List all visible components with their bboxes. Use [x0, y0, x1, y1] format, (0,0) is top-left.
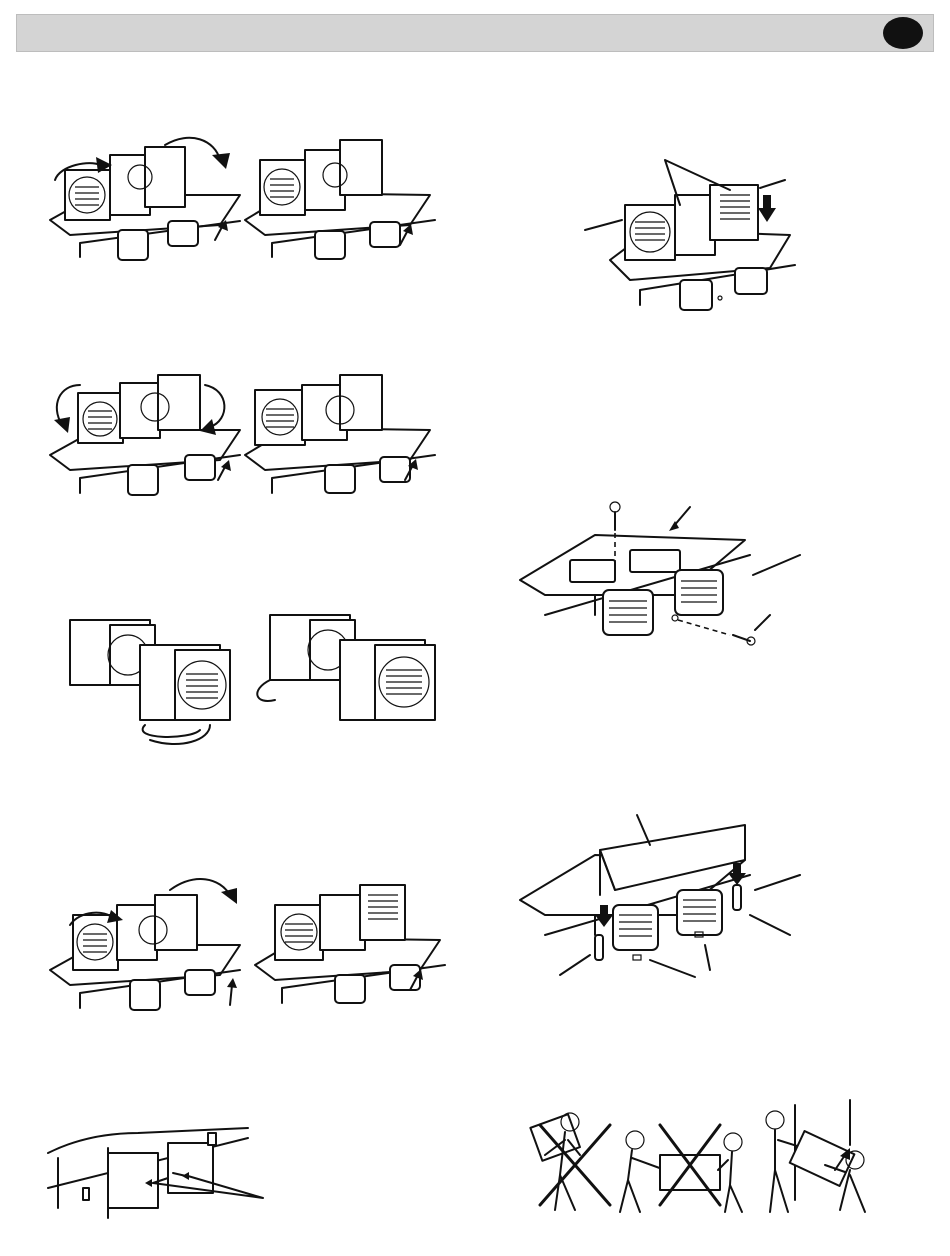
cover-install-illustration — [515, 805, 815, 985]
lifting-people-illustration — [520, 1100, 890, 1215]
fan-rotation-illustration — [40, 365, 440, 515]
fan-pair-illustration — [60, 600, 450, 750]
underside-figure — [48, 1128, 288, 1223]
lifting-figure — [520, 1100, 890, 1220]
underside-illustration — [48, 1128, 288, 1218]
base-plate-illustration — [515, 495, 815, 665]
fan-rotation-figure-top — [40, 125, 440, 280]
fan-rotation-figure-middle — [40, 365, 440, 520]
base-plate-figure — [515, 495, 815, 670]
header-bar — [16, 14, 934, 52]
fan-rotation-illustration — [40, 125, 440, 275]
fan-rotation-illustration — [45, 860, 445, 1030]
page-badge — [883, 17, 923, 49]
fan-pair-figure — [60, 600, 450, 755]
cover-install-figure — [515, 805, 815, 990]
fan-rotation-figure-bottom — [45, 860, 445, 1035]
fan-assembly-illustration — [580, 150, 820, 320]
fan-insert-figure — [580, 150, 820, 325]
